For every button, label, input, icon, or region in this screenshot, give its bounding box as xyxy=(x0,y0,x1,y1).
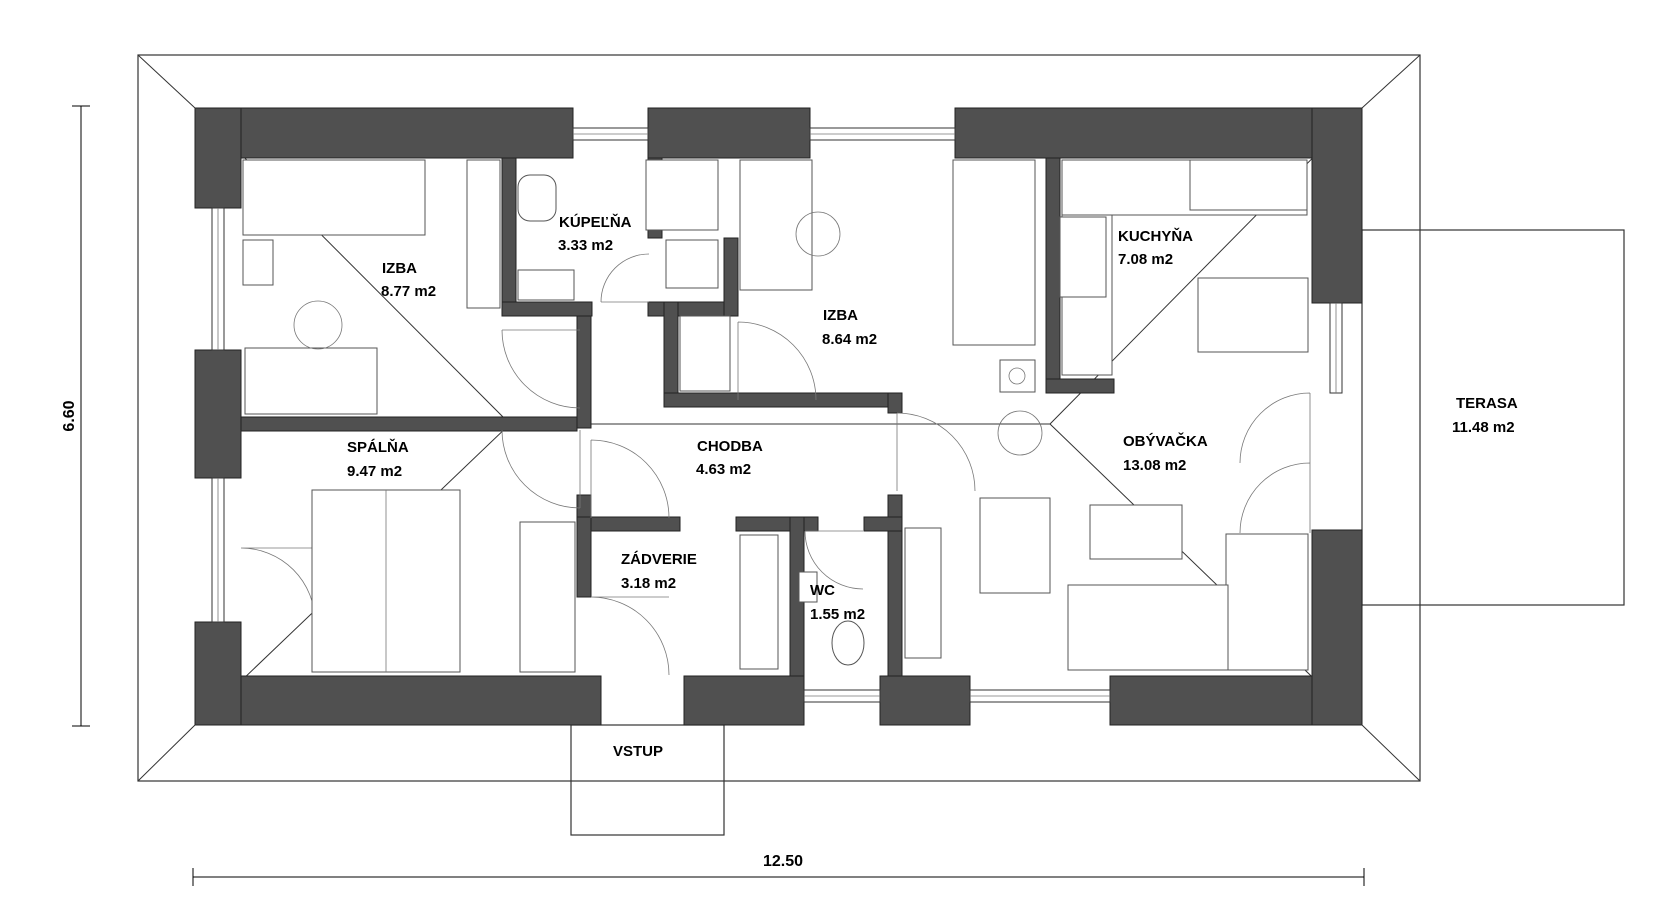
windows xyxy=(211,127,1343,703)
room-area-terasa: 11.48 m2 xyxy=(1452,419,1515,436)
entrance-outline xyxy=(570,724,725,836)
room-name-kuchyna: KUCHYŇA xyxy=(1118,227,1193,245)
room-area-izba-2: 8.64 m2 xyxy=(822,331,877,348)
room-name-zadverie: ZÁDVERIE xyxy=(621,551,697,568)
room-name-obyvacka: OBÝVAČKA xyxy=(1123,432,1208,450)
room-name-spalna: SPÁLŇA xyxy=(347,438,409,456)
room-area-chodba: 4.63 m2 xyxy=(696,461,751,478)
room-name-izba-1: IZBA xyxy=(382,260,417,277)
furniture xyxy=(242,159,1309,673)
room-name-terasa: TERASA xyxy=(1456,395,1518,412)
room-area-kuchyna: 7.08 m2 xyxy=(1118,251,1173,268)
terrace-outline xyxy=(1361,229,1625,606)
room-name-wc: WC xyxy=(810,582,835,599)
room-area-izba-1: 8.77 m2 xyxy=(381,283,436,300)
room-area-kupelna: 3.33 m2 xyxy=(558,237,613,254)
dimension-lines xyxy=(72,105,1365,886)
interior-walls xyxy=(240,157,1115,677)
room-name-chodba: CHODBA xyxy=(697,438,763,455)
entrance-label: VSTUP xyxy=(613,743,663,760)
room-area-zadverie: 3.18 m2 xyxy=(621,575,676,592)
room-area-obyvacka: 13.08 m2 xyxy=(1123,457,1186,474)
width-dimension: 12.50 xyxy=(763,853,803,870)
depth-dimension: 6.60 xyxy=(61,400,78,431)
room-area-spalna: 9.47 m2 xyxy=(347,463,402,480)
room-name-kupelna: KÚPEĽŇA xyxy=(559,213,632,231)
exterior-walls xyxy=(194,107,1363,726)
room-area-wc: 1.55 m2 xyxy=(810,606,865,623)
room-name-izba-2: IZBA xyxy=(823,307,858,324)
